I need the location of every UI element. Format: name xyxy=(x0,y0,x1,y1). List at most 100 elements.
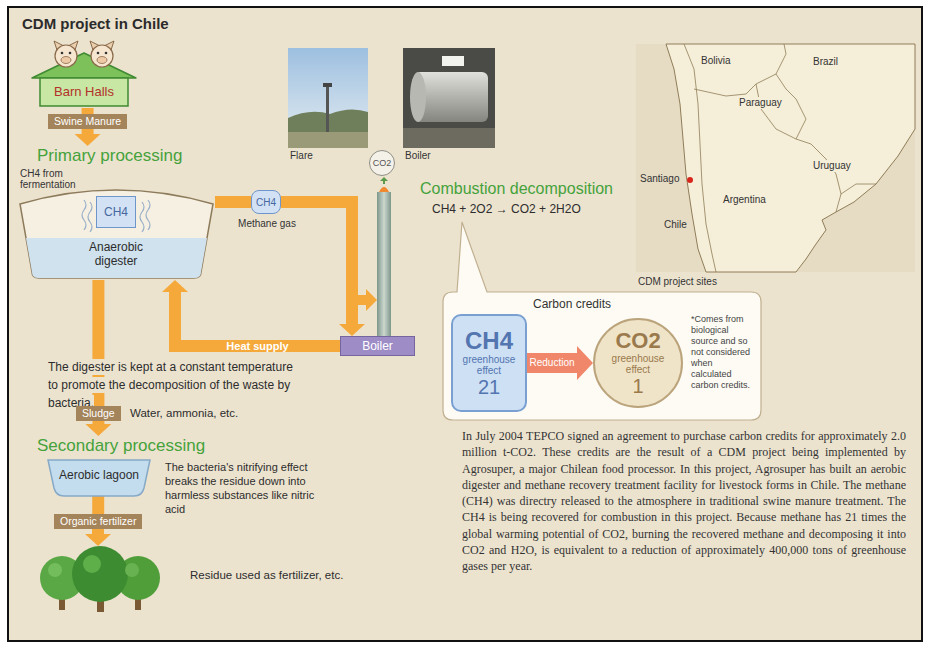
label-slot: CDM project sites xyxy=(638,276,717,288)
digester-water xyxy=(26,238,207,278)
country-name: Brazil xyxy=(812,56,839,68)
tag-label: Swine Manure xyxy=(54,115,121,128)
map-border xyxy=(694,44,786,96)
label-slot: Santiago xyxy=(640,173,679,185)
pig-eye xyxy=(97,52,100,55)
flare-photo xyxy=(288,48,368,148)
photo-caption: Boiler xyxy=(405,150,431,162)
text-slot: Barn Halls xyxy=(40,84,128,100)
arrowhead xyxy=(162,280,188,292)
photo-background xyxy=(403,48,495,148)
callout-outline xyxy=(443,222,761,420)
barn-body xyxy=(40,78,128,106)
lagoon-node: Secondary processingAerobic lagoon xyxy=(36,436,160,496)
text-slot: CH4 from fermentation xyxy=(20,168,82,190)
stage-tag: Organic fertilizer xyxy=(54,514,142,529)
country-name: Argentina xyxy=(722,194,767,206)
pig-snout xyxy=(97,57,107,64)
steam-wisp xyxy=(146,200,150,230)
map-border xyxy=(796,139,841,212)
label-slot: Water, ammonia, etc. xyxy=(130,406,238,420)
pig-eye xyxy=(105,52,108,55)
edge-label: Reduction xyxy=(528,357,575,369)
flow-arrow xyxy=(162,280,340,346)
trees xyxy=(40,546,160,612)
country-name: Uruguay xyxy=(812,160,852,172)
feed-bar xyxy=(358,295,366,305)
barn-node: Barn Halls xyxy=(28,42,140,108)
methane-pipe-node: CH4Methane gas xyxy=(251,190,281,214)
text-slot: Aerobic lagoon xyxy=(48,468,150,482)
section-heading: Secondary processing xyxy=(37,436,205,456)
label-slot: Chile xyxy=(664,219,687,231)
photo-boiler-end xyxy=(410,72,426,122)
co2-label: CO2 xyxy=(373,158,392,168)
text-slot: Anaerobic digester xyxy=(74,240,158,268)
label-slot: Paraguay xyxy=(738,97,783,109)
tag-label: Sludge xyxy=(82,407,115,420)
barn-roof xyxy=(32,53,136,78)
city-name: Santiago xyxy=(640,173,679,185)
photo-ground xyxy=(288,132,368,148)
tree-highlight xyxy=(125,563,139,577)
carbon-credit-callout: Carbon credits *Comes from biological sou… xyxy=(443,292,761,420)
reduction-arrow xyxy=(527,346,593,380)
diagram-title: CDM project in Chile xyxy=(22,15,169,32)
map-land xyxy=(666,44,915,272)
title-slot: CDM project in Chile xyxy=(22,15,169,32)
section-heading: Primary processing xyxy=(37,146,183,166)
arrowhead xyxy=(85,424,111,436)
gas-note: CH4 from fermentation xyxy=(20,168,82,190)
text-slot: Methane gas xyxy=(227,218,307,230)
map-sea xyxy=(636,44,915,272)
body-paragraph: In July 2004 TEPCO signed an agreement t… xyxy=(462,428,906,575)
fertilizer-bar xyxy=(92,529,104,534)
label-slot: Argentina xyxy=(722,194,767,206)
steam-wisp xyxy=(82,200,86,230)
pig-eye xyxy=(69,52,72,55)
process-note: The digester is kept at a constant tempe… xyxy=(48,359,293,411)
flow-arrow-line xyxy=(175,292,340,346)
effect-caption: greenhouse effect xyxy=(607,353,669,375)
label-slot: The bacteria's nitrifying effect breaks … xyxy=(165,460,315,516)
label-slot: Bolivia xyxy=(700,55,731,67)
label-slot: Uruguay xyxy=(812,160,852,172)
photo-floor xyxy=(403,128,495,148)
site-marker xyxy=(687,177,693,183)
boiler-node: Boiler xyxy=(340,336,415,356)
edge-label-slot: Heat supply xyxy=(223,340,291,352)
flow-arrow xyxy=(215,202,251,203)
tree-highlight xyxy=(48,563,62,577)
photo-tower xyxy=(326,86,329,132)
flow-arrow xyxy=(75,129,101,146)
tag-label: Organic fertilizer xyxy=(60,515,136,528)
label-slot: Residue used as fertilizer, etc. xyxy=(190,568,343,582)
map-border xyxy=(841,184,876,194)
label-slot: Flare xyxy=(290,150,313,162)
co2-effect-circle: CO2greenhouse effect1 xyxy=(593,318,683,408)
text-slot: Primary processing xyxy=(37,146,183,166)
photo-sky xyxy=(288,48,368,148)
boiler-label: Boiler xyxy=(362,339,393,353)
arrowhead xyxy=(75,134,101,146)
methane-label: CH4 xyxy=(256,197,276,208)
pig-head xyxy=(55,45,77,67)
ch4-effect-box: CH4greenhouse effect21 xyxy=(451,314,527,412)
label-slot: Boiler xyxy=(405,150,431,162)
gas-formula: CO2 xyxy=(615,329,660,353)
steam-wisp xyxy=(140,202,144,232)
label-slot: The digester is kept at a constant tempe… xyxy=(48,357,300,411)
lagoon-pond xyxy=(48,460,150,496)
fertilizer-arrowhead xyxy=(85,534,111,546)
stage-tag: Swine Manure xyxy=(48,114,127,129)
pig-snout xyxy=(61,57,71,64)
flow-arrow-line xyxy=(92,496,104,514)
footnote: *Comes from biological source and so not… xyxy=(691,314,755,391)
effect-caption: greenhouse effect xyxy=(458,354,520,376)
text-slot: Carbon credits xyxy=(533,297,611,311)
pig-head xyxy=(91,45,113,67)
reduction-arrow-line xyxy=(527,353,577,373)
country-name: Chile xyxy=(664,219,687,231)
methane-label: CH4 xyxy=(104,205,128,219)
